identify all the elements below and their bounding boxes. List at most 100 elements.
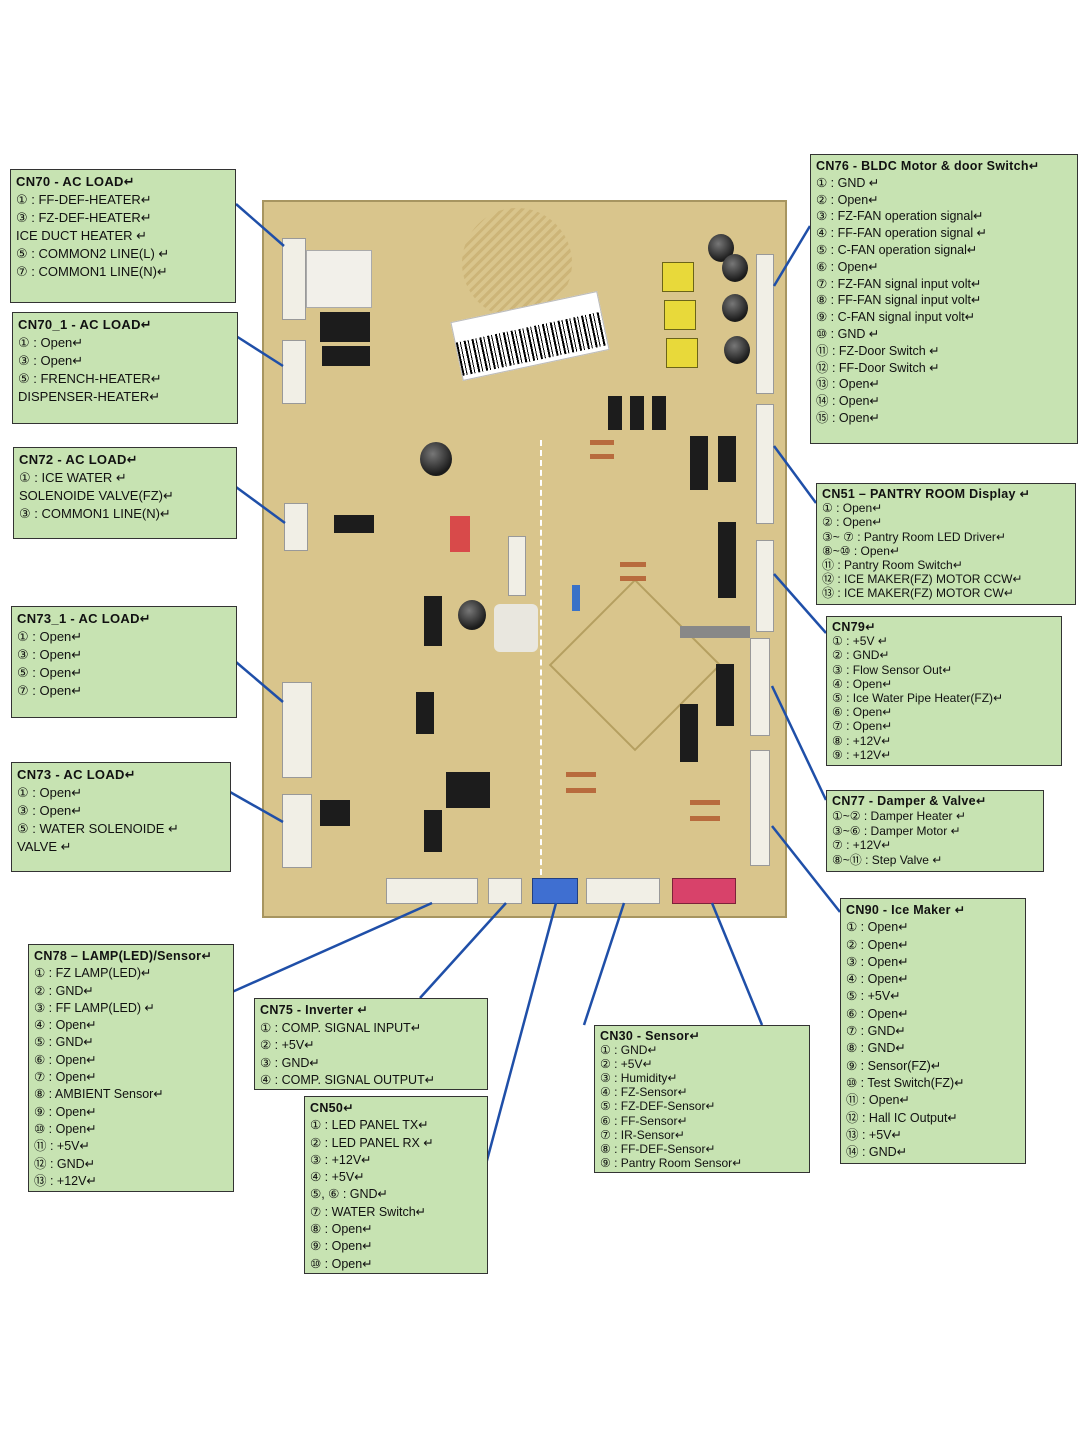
pin-line: ⑧ : FF-FAN signal input volt↵ — [816, 293, 982, 308]
resistor-5 — [566, 772, 596, 777]
pin-line: ④ : +5V↵ — [310, 1170, 365, 1185]
ic-chip-3 — [424, 810, 442, 852]
connector-cn73 — [282, 794, 312, 868]
label-title: CN70 - AC LOAD↵ — [16, 174, 135, 189]
pin-line: ⑧~⑪ : Step Valve ↵ — [832, 853, 943, 868]
inductor-3 — [666, 338, 698, 368]
blue-capacitor — [572, 585, 580, 611]
pin-line: ⑧ : FF-DEF-Sensor↵ — [600, 1141, 716, 1156]
pin-line: ⑦ : COMMON1 LINE(N)↵ — [16, 264, 168, 279]
label-cn51: CN51 – PANTRY ROOM Display ↵ ① : Open↵ ②… — [816, 483, 1076, 605]
label-cn78: CN78 – LAMP(LED)/Sensor↵ ① : FZ LAMP(LED… — [28, 944, 234, 1192]
connector-cn90 — [750, 750, 770, 866]
pin-line: ② : Open↵ — [822, 515, 883, 530]
pin-line: ③~ ⑦ : Pantry Room LED Driver↵ — [822, 529, 1006, 544]
pin-line: ⑤ : +5V↵ — [846, 989, 901, 1004]
ic-chip-4 — [690, 436, 708, 490]
pin-line: ① : LED PANEL TX↵ — [310, 1118, 429, 1133]
connector-cn70 — [282, 238, 306, 320]
capacitor-2 — [722, 254, 748, 282]
relay-black-1 — [320, 312, 370, 342]
connector-cn78 — [386, 878, 478, 904]
resistor-6 — [566, 788, 596, 793]
pin-line: ⑨ : C-FAN signal input volt↵ — [816, 310, 976, 325]
pin-line: ⑭ : Open↵ — [816, 394, 880, 409]
label-cn75: CN75 - Inverter ↵ ① : COMP. SIGNAL INPUT… — [254, 998, 488, 1090]
pin-line: ③ : FZ-DEF-HEATER↵ — [16, 210, 152, 225]
label-title: CN73 - AC LOAD↵ — [17, 767, 136, 782]
pin-line: ④ : Open↵ — [832, 676, 893, 691]
inductor-1 — [662, 262, 694, 292]
pin-line: ⑤ : FZ-DEF-Sensor↵ — [600, 1099, 716, 1114]
leader-cn30 — [582, 902, 626, 1026]
pin-line: ② : LED PANEL RX ↵ — [310, 1135, 434, 1150]
label-cn70: CN70 - AC LOAD↵ ① : FF-DEF-HEATER↵ ③ : F… — [10, 169, 236, 303]
pin-line: ③ : Humidity↵ — [600, 1071, 678, 1086]
pin-line: ③~⑥ : Damper Motor ↵ — [832, 823, 961, 838]
resistor-1 — [590, 440, 614, 445]
ic-chip-6 — [718, 522, 736, 598]
pin-line: ⑩ : Open↵ — [34, 1121, 97, 1136]
connector-cn73-1 — [282, 682, 312, 778]
connector-cn77 — [750, 638, 770, 736]
pin-line: ① : Open↵ — [822, 501, 883, 516]
label-cn76: CN76 - BLDC Motor & door Switch↵ ① : GND… — [810, 154, 1078, 444]
pin-line: ① : FF-DEF-HEATER↵ — [16, 192, 152, 207]
pin-line: ⑤ : C-FAN operation signal↵ — [816, 242, 978, 257]
pin-line: ⑪ : Pantry Room Switch↵ — [822, 558, 963, 573]
pin-line: ② : Open↵ — [816, 192, 879, 207]
pin-line: ⑧ : AMBIENT Sensor↵ — [34, 1087, 164, 1102]
pin-line: ⑦ : IR-Sensor↵ — [600, 1127, 685, 1142]
pin-line: ① : COMP. SIGNAL INPUT↵ — [260, 1020, 422, 1035]
resistor-4 — [620, 576, 646, 581]
pin-line: ①~② : Damper Heater ↵ — [832, 808, 966, 823]
pin-line: ⑥ : FF-Sensor↵ — [600, 1113, 688, 1128]
pin-line: ⑫ : FF-Door Switch ↵ — [816, 360, 940, 375]
pin-line: ⑤ : FRENCH-HEATER↵ — [18, 371, 162, 386]
pin-line: ② : GND↵ — [832, 648, 890, 663]
label-title: CN78 – LAMP(LED)/Sensor↵ — [34, 949, 213, 963]
relay-white — [306, 250, 372, 308]
transistor-4 — [630, 396, 644, 430]
pin-line: SOLENOIDE VALVE(FZ)↵ — [19, 488, 174, 503]
ic-chip-5 — [718, 436, 736, 482]
pin-line: ③ : GND↵ — [260, 1055, 320, 1070]
ic-chip-8 — [680, 704, 698, 762]
pin-line: ICE DUCT HEATER ↵ — [16, 228, 148, 243]
pin-line: ⑨ : Open↵ — [34, 1104, 97, 1119]
pin-line: ⑨ : Open↵ — [310, 1239, 373, 1254]
pin-line: ③ : Open↵ — [18, 353, 84, 368]
connector-cn50 — [532, 878, 578, 904]
pin-line: ⑦ : GND↵ — [846, 1024, 906, 1039]
pin-line: ⑤, ⑥ : GND↵ — [310, 1187, 389, 1202]
pin-line: ⑭ : GND↵ — [846, 1145, 908, 1160]
label-cn73: CN73 - AC LOAD↵ ① : Open↵ ③ : Open↵ ⑤ : … — [11, 762, 231, 872]
connector-cn79 — [756, 540, 774, 632]
pin-line: ③ : COMMON1 LINE(N)↵ — [19, 506, 171, 521]
transistor-2 — [468, 772, 490, 808]
connector-cn75 — [488, 878, 522, 904]
pin-line: ⑫ : GND↵ — [34, 1156, 96, 1171]
label-cn30: CN30 - Sensor↵ ① : GND↵ ② : +5V↵ ③ : Hum… — [594, 1025, 810, 1173]
label-title: CN51 – PANTRY ROOM Display ↵ — [822, 487, 1031, 501]
pin-line: ⑧ : Open↵ — [310, 1222, 373, 1237]
pin-line: ⑧ : +12V↵ — [832, 733, 892, 748]
pin-line: ① : GND↵ — [600, 1043, 658, 1058]
pin-line: ⑬ : +12V↵ — [34, 1173, 97, 1188]
ic-chip-1 — [424, 596, 442, 646]
pin-line: VALVE ↵ — [17, 839, 72, 854]
pin-line: ④ : Open↵ — [34, 1018, 97, 1033]
pin-line: ③ : Open↵ — [17, 647, 83, 662]
pin-line: ① : FZ LAMP(LED)↵ — [34, 966, 152, 981]
pin-line: ⑤ : Ice Water Pipe Heater(FZ)↵ — [832, 691, 1004, 706]
label-title: CN76 - BLDC Motor & door Switch↵ — [816, 159, 1040, 173]
label-cn90: CN90 - Ice Maker ↵ ① : Open↵ ② : Open↵ ③… — [840, 898, 1026, 1164]
pin-line: ⑨ : Sensor(FZ)↵ — [846, 1058, 942, 1073]
label-cn72: CN72 - AC LOAD↵ ① : ICE WATER ↵ SOLENOID… — [13, 447, 237, 539]
pin-line: ⑮ : Open↵ — [816, 410, 880, 425]
capacitor-3 — [722, 294, 748, 322]
label-title: CN90 - Ice Maker ↵ — [846, 903, 966, 917]
pin-line: ⑤ : Open↵ — [17, 665, 83, 680]
relay-black-2 — [322, 346, 370, 366]
capacitor-4 — [724, 336, 750, 364]
